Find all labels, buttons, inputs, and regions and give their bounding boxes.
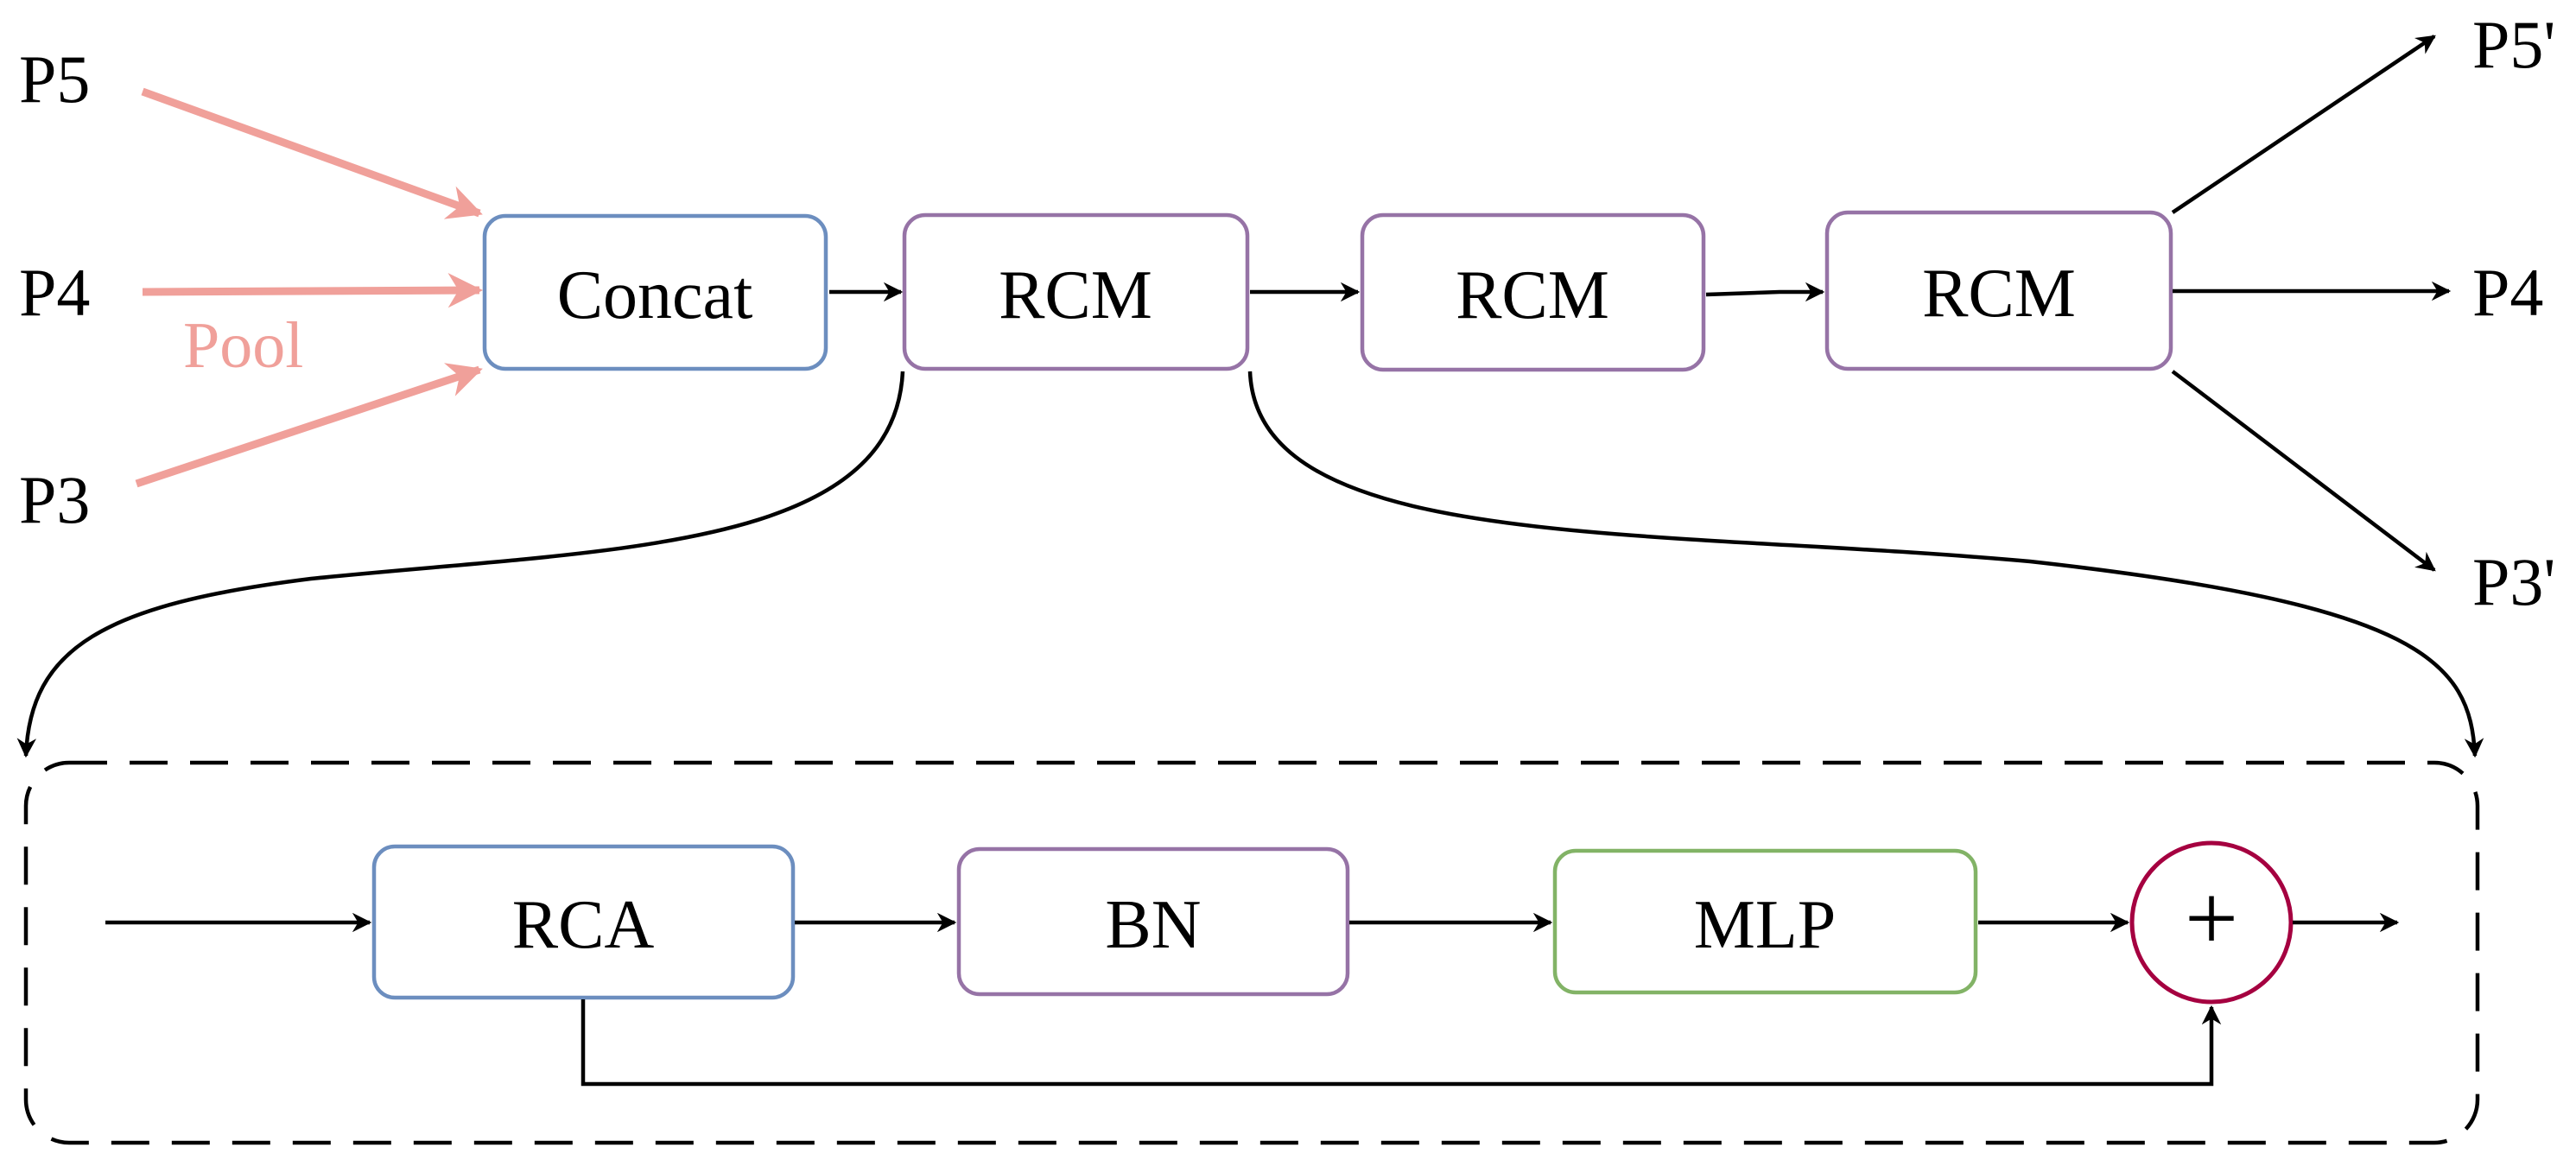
bn-label: BN — [1105, 887, 1201, 963]
expand-left-curve — [16, 371, 905, 758]
p4-to-concat-arrow — [142, 272, 484, 308]
residual-skip-connection — [581, 999, 2222, 1087]
rca-block — [371, 844, 796, 1000]
input-p4-label: P4 — [19, 255, 90, 330]
rcm-label-3: RCM — [1922, 256, 2076, 332]
output-p5-label: P5' — [2472, 7, 2555, 82]
rcm-block-2 — [1360, 212, 1706, 372]
rcm-label-1: RCM — [999, 257, 1152, 333]
add-node — [2129, 840, 2294, 1005]
input-p5-label: P5 — [19, 41, 90, 117]
output-p3-label: P3' — [2472, 544, 2555, 619]
output-p5-arrow — [2171, 35, 2436, 214]
rcm-block-3 — [1824, 210, 2173, 371]
pool-label: Pool — [183, 309, 303, 382]
output-p4-label: P4 — [2472, 255, 2543, 330]
rca-label: RCA — [512, 887, 655, 963]
concat-label: Concat — [557, 257, 753, 333]
rcm-detail-container — [23, 760, 2480, 1145]
add-symbol: + — [2185, 865, 2238, 971]
rcm2-to-rcm3-arrow — [1705, 282, 1825, 302]
mlp-label: MLP — [1694, 887, 1837, 963]
output-p3-arrow — [2171, 370, 2436, 572]
bn-block — [956, 846, 1350, 997]
rcm-block-1 — [902, 212, 1250, 371]
expand-right-curve — [1247, 371, 2484, 758]
concat-block — [482, 213, 828, 371]
input-p3-label: P3 — [19, 462, 90, 537]
mlp-block — [1552, 848, 1978, 995]
rcm-label-2: RCM — [1456, 257, 1609, 333]
p3-to-concat-arrow — [135, 363, 483, 488]
p5-to-concat-arrow — [141, 87, 483, 219]
